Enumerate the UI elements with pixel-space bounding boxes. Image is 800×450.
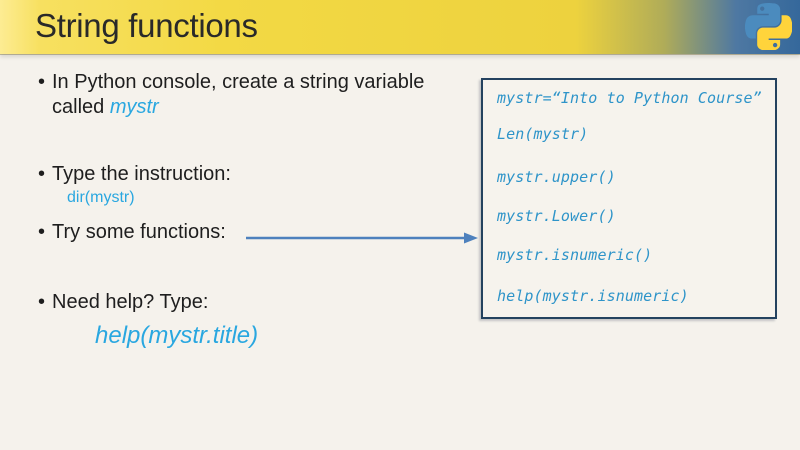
bullet-try-functions: Try some functions: [38, 220, 226, 245]
bullet-type-instruction: Type the instruction: [38, 162, 231, 187]
code-snippet-dir: dir(mystr) [67, 189, 135, 206]
code-line: mystr.Lower() [497, 207, 616, 225]
right-arrow-icon [246, 232, 478, 244]
bullet-text: Need help? Type: [52, 291, 209, 313]
slide-header: String functions [0, 0, 800, 54]
code-line: Len(mystr) [497, 125, 589, 143]
bullet-need-help: Need help? Type: [38, 290, 208, 315]
code-panel: mystr=“Into to Python Course” Len(mystr)… [481, 78, 777, 319]
bullet-text: In Python console, create a string varia… [52, 71, 425, 93]
inline-code-mystr: mystr [109, 96, 159, 118]
code-line: mystr=“Into to Python Course” [497, 89, 762, 107]
code-snippet-help: help(mystr.title) [95, 322, 259, 349]
code-line: mystr.upper() [497, 168, 616, 186]
code-line: mystr.isnumeric() [497, 246, 653, 264]
bullet-text: Type the instruction: [52, 163, 231, 185]
page-title: String functions [35, 7, 258, 44]
code-line: help(mystr.isnumeric) [497, 287, 689, 305]
bullet-create-string: In Python console, create a string varia… [38, 70, 424, 120]
python-logo-icon [745, 3, 792, 50]
bullet-text: Try some functions: [52, 221, 226, 243]
bullet-text: called [52, 96, 105, 118]
